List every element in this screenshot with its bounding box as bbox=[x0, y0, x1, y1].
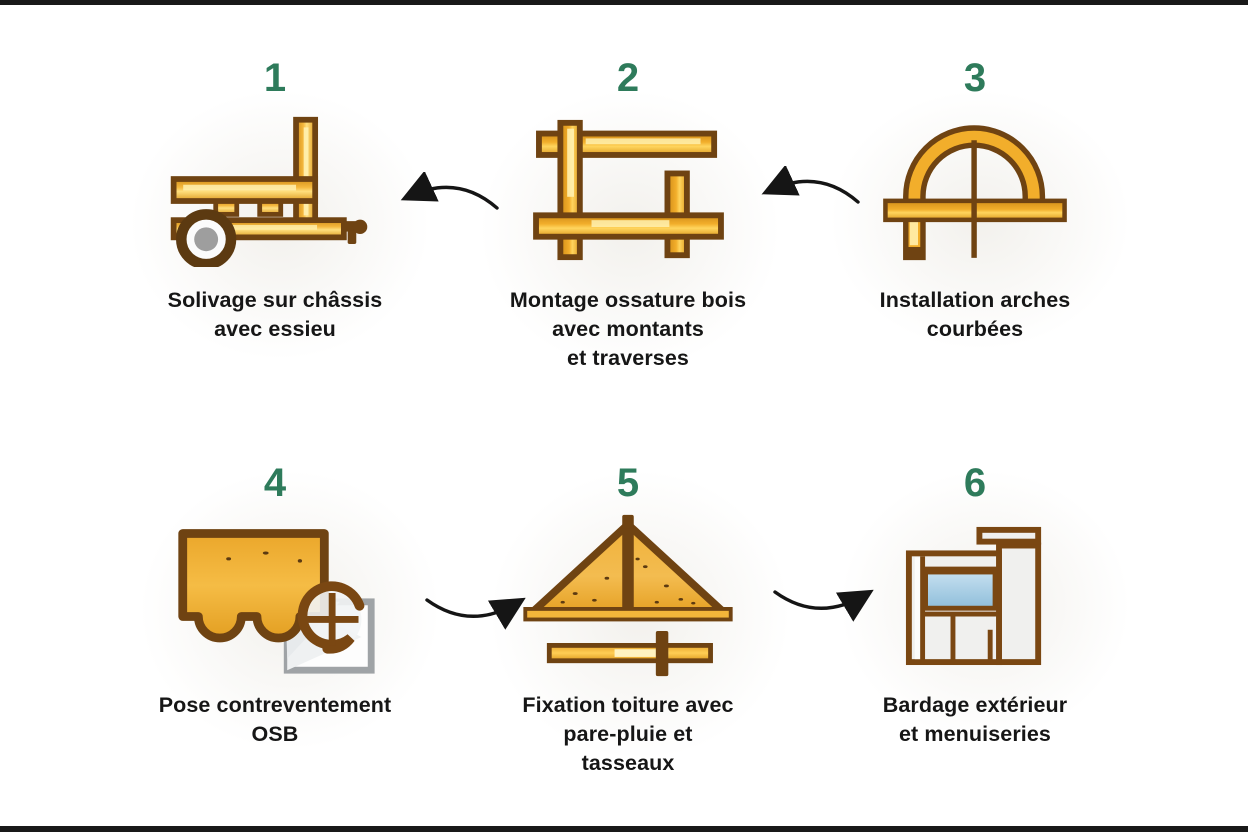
step-3: 3 Installation arches courbées bbox=[805, 50, 1145, 344]
trailer-chassis-icon bbox=[170, 116, 368, 267]
arrow-1-2 bbox=[400, 172, 499, 210]
step-5-caption: Fixation toiture avec pare-pluie et tass… bbox=[522, 693, 734, 775]
top-edge-bar bbox=[0, 0, 1248, 5]
step-2-caption: Montage ossature bois avec montants et t… bbox=[509, 288, 747, 370]
step-5: 5 bbox=[458, 455, 798, 777]
curved-arch-icon bbox=[883, 125, 1067, 261]
step-3-number: 3 bbox=[963, 56, 987, 100]
step-6-caption: Bardage extérieur et menuiseries bbox=[882, 693, 1068, 746]
osb-panel-icon bbox=[177, 529, 375, 674]
step-1: 1 bbox=[105, 50, 445, 344]
step-4-number: 4 bbox=[263, 461, 287, 505]
arrow-2-3 bbox=[761, 166, 860, 204]
step-6: 6 Bardage extérieur et menuis bbox=[805, 455, 1145, 749]
arrow-5-6 bbox=[773, 589, 874, 622]
roof-truss-icon bbox=[523, 514, 733, 677]
step-4-caption: Pose contreventement OSB bbox=[158, 693, 392, 746]
step-2: 2 bbox=[458, 50, 798, 372]
step-6-number: 6 bbox=[963, 461, 987, 505]
arrow-4-5 bbox=[425, 597, 526, 630]
step-5-number: 5 bbox=[616, 461, 640, 505]
step-4: 4 Pose bbox=[105, 455, 445, 749]
timber-frame-icon bbox=[532, 119, 724, 261]
step-2-number: 2 bbox=[616, 56, 640, 100]
bottom-edge-bar bbox=[0, 826, 1248, 832]
cladding-facade-icon bbox=[905, 526, 1042, 666]
step-1-caption: Solivage sur châssis avec essieu bbox=[167, 288, 383, 341]
step-1-number: 1 bbox=[263, 56, 287, 100]
step-3-caption: Installation arches courbées bbox=[879, 288, 1071, 341]
